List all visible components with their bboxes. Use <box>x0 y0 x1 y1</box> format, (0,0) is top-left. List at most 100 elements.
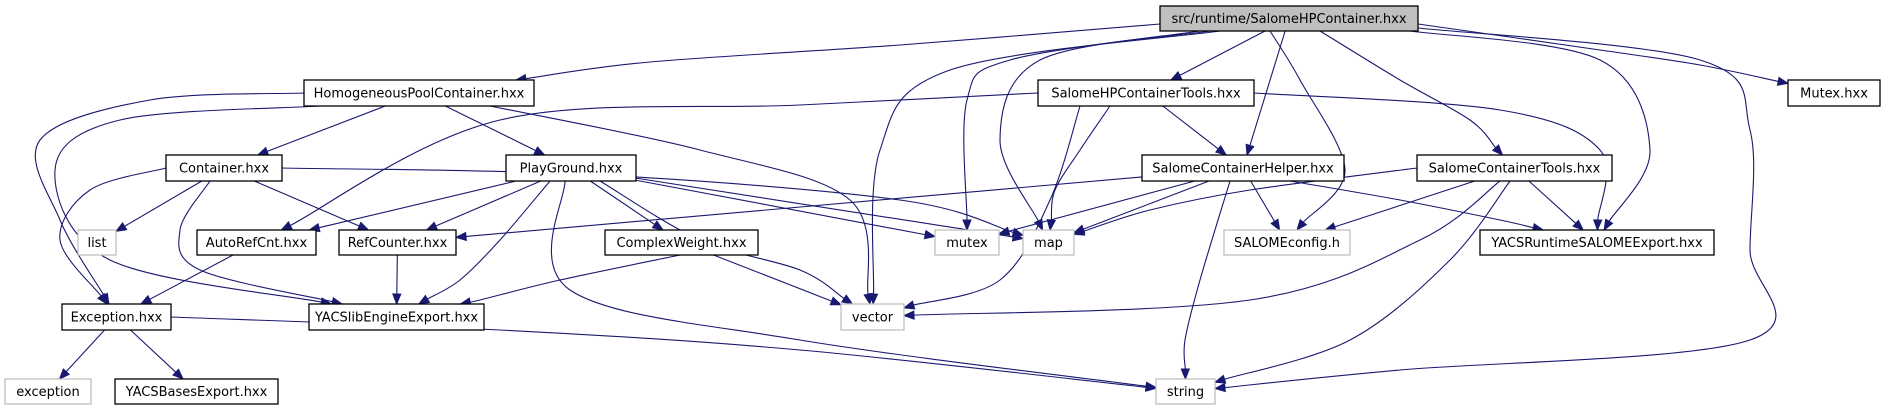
edge-refcounter-to-yacslibengine <box>392 254 402 306</box>
edge-shpct-to-map <box>1046 105 1111 232</box>
arrowhead-icon <box>1245 143 1255 157</box>
node-box[interactable] <box>1787 79 1881 107</box>
nodes-layer: src/runtime/SalomeHPContainer.hxxHomogen… <box>4 5 1881 405</box>
node-box[interactable] <box>1159 5 1419 32</box>
node-label: src/runtime/SalomeHPContainer.hxx <box>1171 12 1406 27</box>
arrowhead-icon <box>1572 219 1585 231</box>
node-container[interactable]: Container.hxx <box>165 154 283 182</box>
node-yacslibengine[interactable]: YACSlibEngineExport.hxx <box>308 303 485 331</box>
node-shpct[interactable]: SalomeHPContainerTools.hxx <box>1037 79 1255 107</box>
node-refcounter[interactable]: RefCounter.hxx <box>338 229 457 256</box>
edge-line <box>525 23 1161 80</box>
node-box <box>840 303 905 331</box>
edge-line <box>465 176 1143 238</box>
arrowhead-icon <box>1011 232 1025 242</box>
edge-complexweight-to-vector <box>713 254 843 306</box>
node-label: map <box>1034 236 1063 251</box>
edge-root-to-sct <box>1319 30 1504 156</box>
edge-root-to-hpc <box>514 23 1161 84</box>
edge-root-to-string <box>1213 27 1777 393</box>
node-label: string <box>1167 385 1204 400</box>
node-label: PlayGround.hxx <box>520 162 623 177</box>
arrowhead-icon <box>1213 374 1227 384</box>
arrowhead-icon <box>651 220 665 231</box>
edge-line <box>34 92 305 296</box>
edge-container-to-list <box>114 180 203 233</box>
node-box <box>934 229 1000 256</box>
edge-line <box>1008 180 1195 232</box>
node-autorefcnt[interactable]: AutoRefCnt.hxx <box>196 229 317 256</box>
edge-line <box>65 329 105 373</box>
node-sch[interactable]: SalomeContainerHelper.hxx <box>1141 154 1345 182</box>
arrowhead-icon <box>1046 218 1057 232</box>
arrowhead-icon <box>58 368 71 380</box>
node-mutex: mutex <box>934 229 1000 256</box>
node-box[interactable] <box>165 154 283 182</box>
arrowhead-icon <box>1296 218 1308 232</box>
edge-sch-to-string <box>1180 180 1231 381</box>
node-label: RefCounter.hxx <box>348 236 448 251</box>
edge-line <box>435 180 541 227</box>
edge-root-to-yacsruntime <box>1409 30 1651 232</box>
node-box[interactable] <box>196 229 317 256</box>
edge-playground-to-autorefcnt <box>307 180 517 233</box>
arrowhead-icon <box>962 219 972 232</box>
arrowhead-icon <box>1169 70 1183 81</box>
node-box[interactable] <box>1037 79 1255 107</box>
node-mutexhxx[interactable]: Mutex.hxx <box>1787 79 1881 107</box>
arrowhead-icon <box>1593 219 1603 232</box>
node-yacsruntime[interactable]: YACSRuntimeSALOMEExport.hxx <box>1479 229 1715 256</box>
edge-root-to-shpct <box>1169 30 1266 81</box>
node-box[interactable] <box>61 303 172 331</box>
edge-line <box>1179 30 1266 76</box>
node-playground[interactable]: PlayGround.hxx <box>505 154 637 182</box>
edge-root-to-salomeconfig <box>1269 30 1346 232</box>
node-sct[interactable]: SalomeContainerTools.hxx <box>1416 154 1613 182</box>
arrowhead-icon <box>1776 76 1790 86</box>
node-box[interactable] <box>114 378 279 405</box>
node-label: vector <box>852 311 894 326</box>
edge-line <box>54 105 322 303</box>
node-box[interactable] <box>308 303 485 331</box>
node-label: YACSBasesExport.hxx <box>125 385 268 400</box>
edge-sch-to-map <box>1072 180 1210 234</box>
arrowhead-icon <box>923 229 937 240</box>
node-box[interactable] <box>1479 229 1715 256</box>
node-yacsbases[interactable]: YACSBasesExport.hxx <box>114 378 279 405</box>
arrowhead-icon <box>1603 218 1614 232</box>
node-label: list <box>87 236 106 251</box>
node-complexweight[interactable]: ComplexWeight.hxx <box>604 229 759 256</box>
edge-line <box>713 254 832 302</box>
edge-line <box>281 167 1014 233</box>
node-box[interactable] <box>1141 154 1345 182</box>
node-box[interactable] <box>505 154 637 182</box>
edge-line <box>1334 180 1475 228</box>
edge-sct-to-salomeconfig <box>1323 180 1475 232</box>
node-vector: vector <box>840 303 905 331</box>
node-box[interactable] <box>604 229 759 256</box>
edge-sct-to-string <box>1213 180 1511 384</box>
edge-line <box>1162 105 1219 150</box>
node-exception: exception <box>4 378 92 405</box>
node-root[interactable]: src/runtime/SalomeHPContainer.hxx <box>1159 5 1419 32</box>
node-hpc[interactable]: HomogeneousPoolContainer.hxx <box>303 79 535 107</box>
node-label: Container.hxx <box>179 162 269 177</box>
edge-line <box>871 30 1221 295</box>
node-label: SalomeContainerHelper.hxx <box>1152 162 1334 177</box>
node-box <box>77 229 117 256</box>
edge-line <box>913 180 1501 316</box>
edge-shpct-to-sch <box>1162 105 1228 156</box>
node-box[interactable] <box>1416 154 1613 182</box>
node-exception-hxx[interactable]: Exception.hxx <box>61 303 172 331</box>
node-box[interactable] <box>303 79 535 107</box>
edge-sct-to-map <box>1072 167 1418 236</box>
arrowhead-icon <box>1180 368 1191 381</box>
edge-line <box>589 180 655 225</box>
edge-root-to-mutex <box>962 30 1201 232</box>
arrowhead-icon <box>841 294 854 305</box>
edge-line <box>1224 27 1777 389</box>
edge-sct-to-yacsruntime <box>1528 180 1585 231</box>
edge-line <box>1289 180 1534 229</box>
node-box[interactable] <box>338 229 457 256</box>
edge-playground-to-mutex <box>635 179 937 240</box>
